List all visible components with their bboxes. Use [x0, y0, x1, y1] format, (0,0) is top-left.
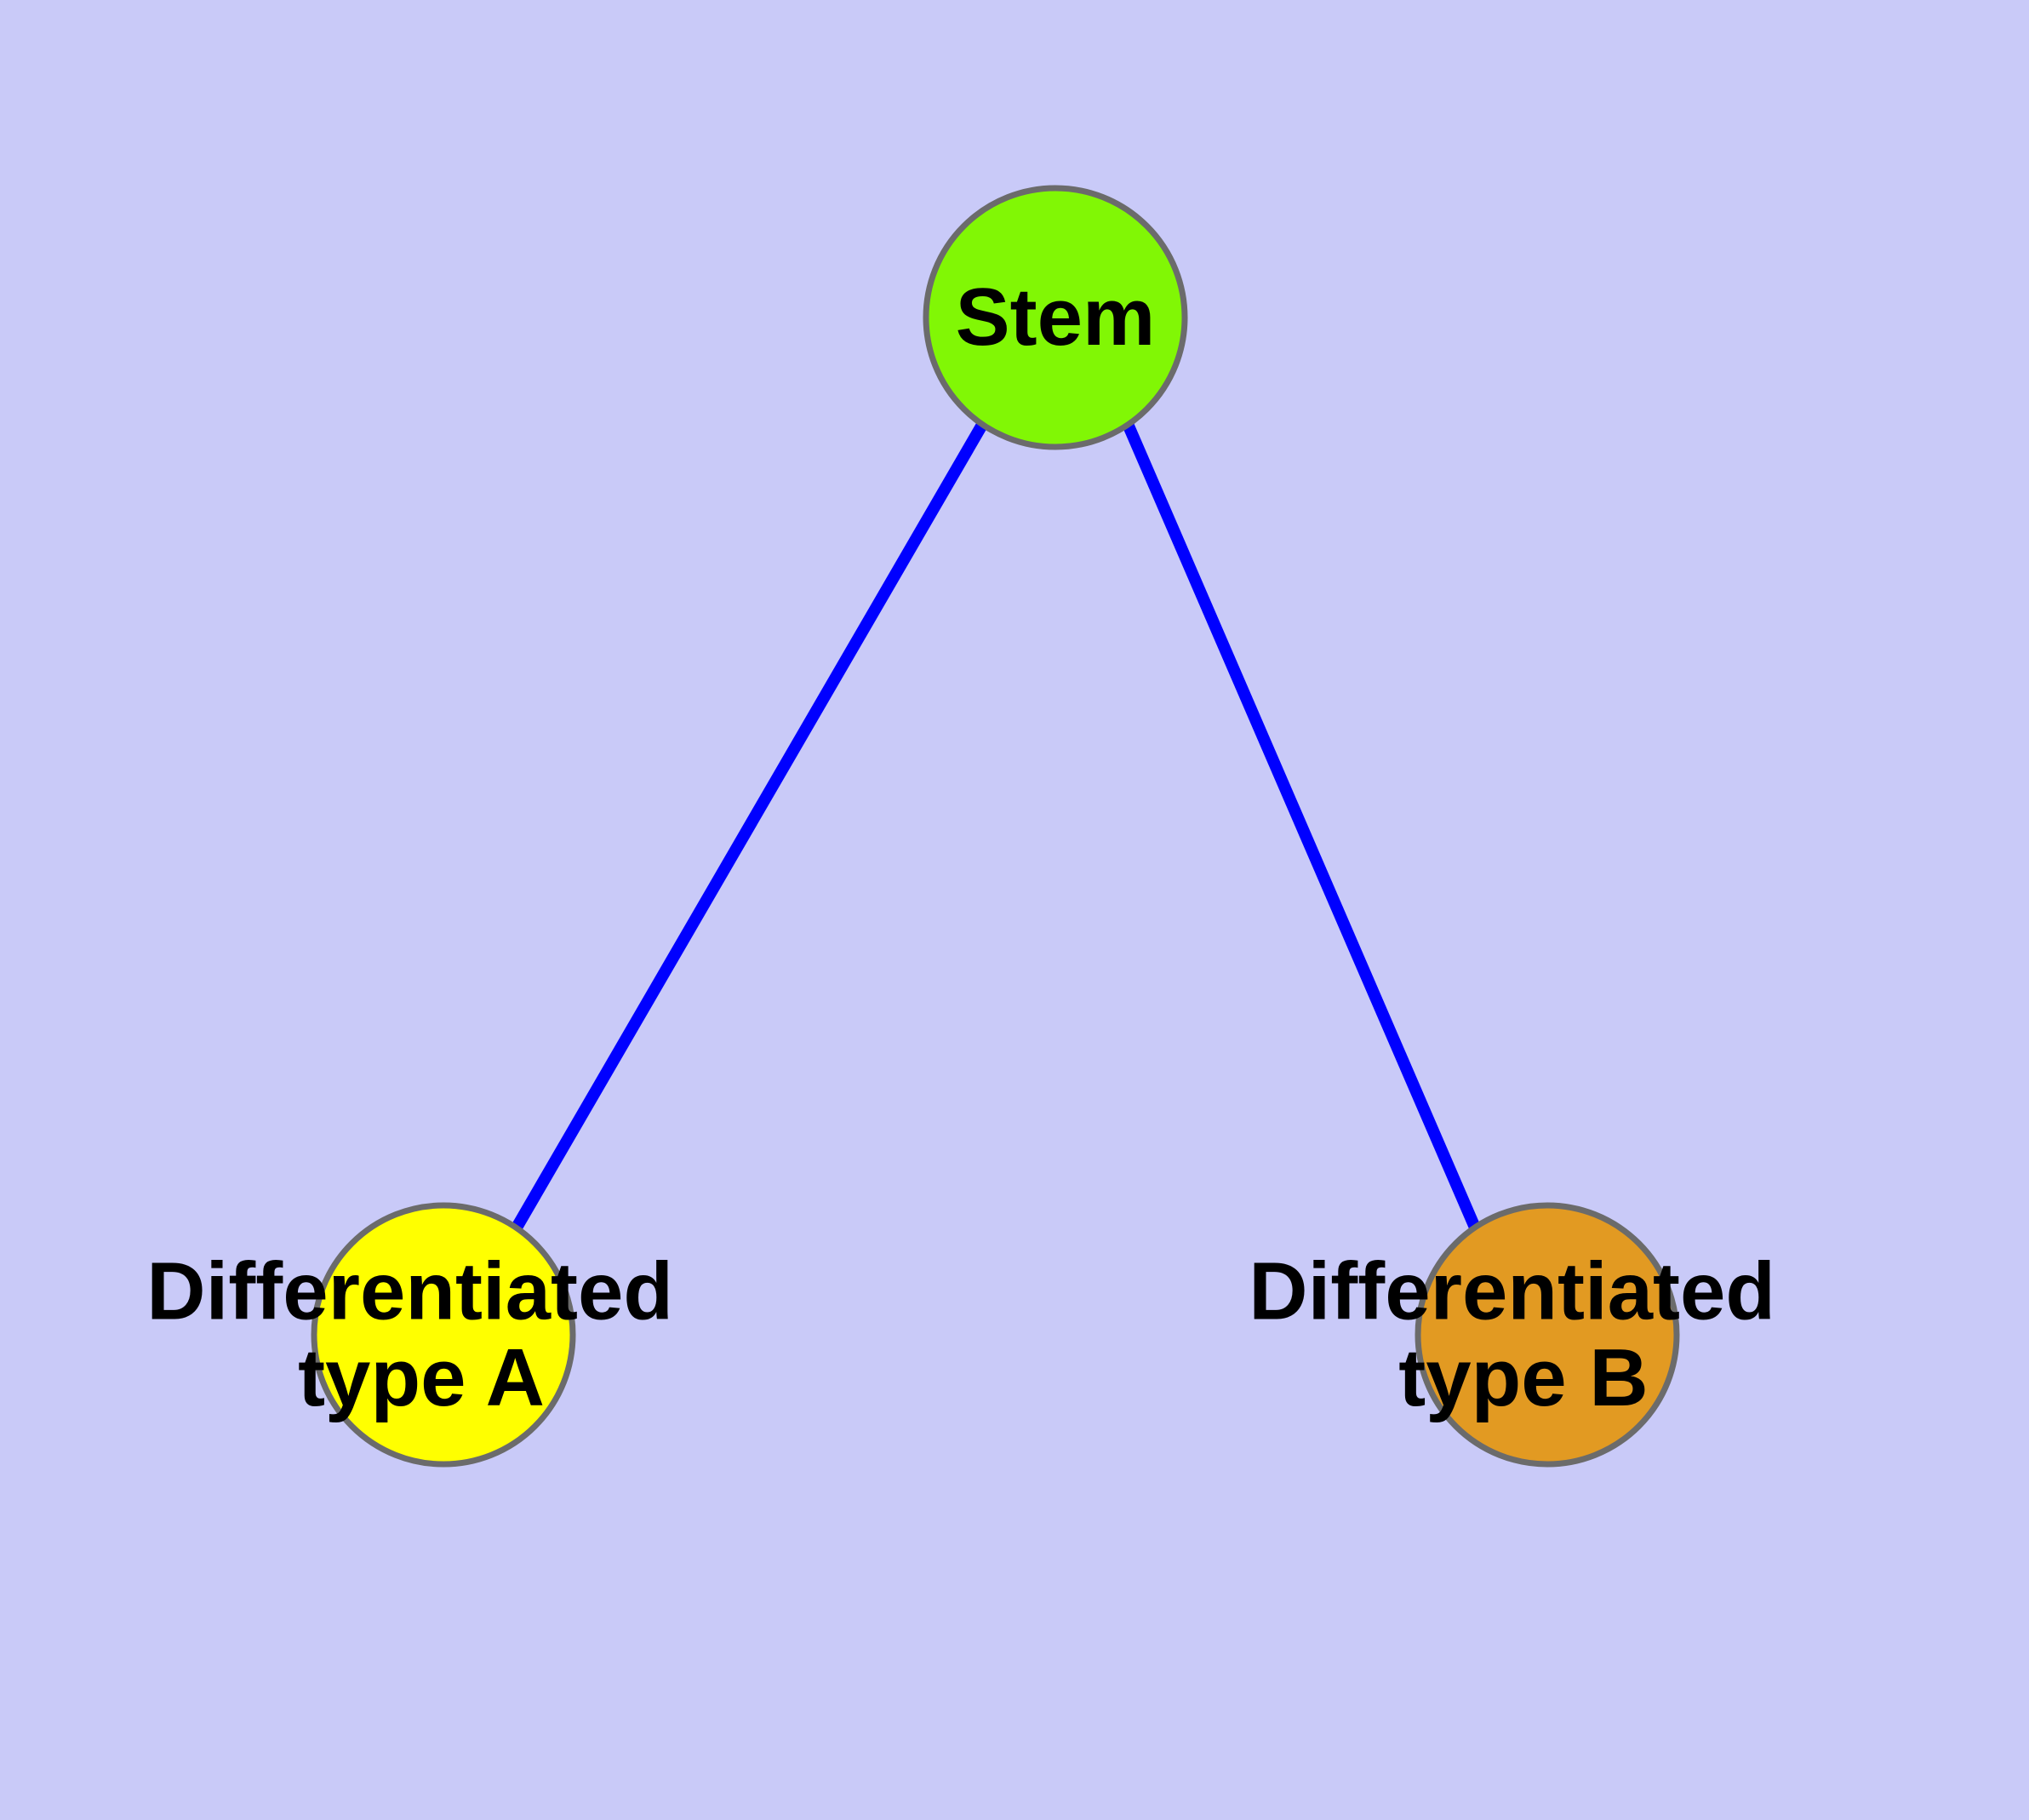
node-layer: [311, 185, 1680, 1468]
node-differentiated-type-a[interactable]: [311, 1202, 576, 1468]
node-label-stem: Stem: [956, 272, 1156, 363]
node-label-differentiated-type-b: Differentiated type B: [1249, 1239, 1798, 1423]
edge-stem-to-type-a[interactable]: [511, 421, 988, 1231]
node-label-stem-line-1: Stem: [956, 272, 1156, 363]
node-differentiated-type-b[interactable]: [1415, 1202, 1680, 1468]
node-label-differentiated-type-a: Differentiated type A: [146, 1239, 695, 1423]
node-stem[interactable]: [923, 185, 1188, 450]
label-layer: Stem Differentiated type A Differentiate…: [146, 272, 1798, 1424]
edge-stem-to-type-b[interactable]: [1122, 421, 1481, 1230]
node-label-type-a-line-2: type A: [298, 1332, 545, 1423]
edge-layer: [511, 421, 1481, 1231]
node-label-type-b-line-1: Differentiated: [1249, 1246, 1775, 1337]
node-label-type-a-line-1: Differentiated: [146, 1246, 673, 1337]
node-label-type-b-line-2: type B: [1398, 1332, 1648, 1423]
